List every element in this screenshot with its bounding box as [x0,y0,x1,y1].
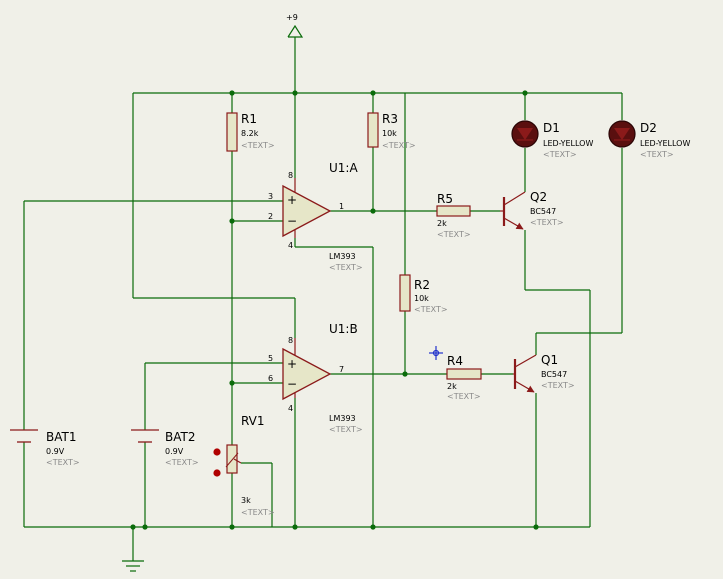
rv1-increase-handle-icon[interactable] [213,469,221,477]
u1a-triangle-icon [282,184,332,238]
bat2-battery[interactable]: BAT2 0.9V <TEXT> [131,429,199,467]
q1-ref: Q1 [541,353,558,367]
u1a-pin-4: 4 [288,241,293,250]
q1-text: <TEXT> [541,381,575,390]
u1a-pin-3: 3 [268,192,273,201]
u1a-value: LM393 [329,252,356,261]
d1-diode-triangle [517,128,533,140]
r4-resistor[interactable]: R4 2k <TEXT> [446,354,482,401]
u1b-text: <TEXT> [329,425,363,434]
r3-text: <TEXT> [382,141,416,150]
crosshair-cursor-icon [429,346,443,360]
q2-emitter-arrow-icon [503,217,524,230]
u1a-pin-8: 8 [288,171,293,180]
q2-text: <TEXT> [530,218,564,227]
q2-transistor[interactable]: Q2 BC547 <TEXT> [500,190,564,230]
q1-collector-lead [514,354,537,368]
r5-body [436,205,471,217]
r4-body [446,368,482,380]
q1-value: BC547 [541,370,567,379]
r2-body [399,274,411,312]
bat1-battery[interactable]: BAT1 0.9V <TEXT> [10,429,80,467]
d2-ref: D2 [640,121,657,135]
r1-ref: R1 [241,112,257,126]
rv1-adjust-slash [225,452,239,468]
u1b-plus-sign: + [287,357,297,371]
r2-ref: R2 [414,278,430,292]
r3-value: 10k [382,129,397,138]
junctions [130,90,539,530]
u1b-pin-7: 7 [339,365,344,374]
d2-led[interactable]: D2 LED-YELLOW <TEXT> [608,120,690,159]
rv1-decrease-handle-icon[interactable] [213,448,221,456]
r2-text: <TEXT> [414,305,448,314]
rv1-value: 3k [241,496,251,505]
q1-transistor[interactable]: Q1 BC547 <TEXT> [513,353,575,393]
r2-value: 10k [414,294,429,303]
u1b-minus-sign: − [287,377,297,391]
q2-collector-lead [503,191,526,206]
u1b-pin-5: 5 [268,354,273,363]
u1b-comparator[interactable]: + − 5 6 7 8 4 U1:B LM393 <TEXT> [268,322,363,434]
u1a-minus-sign: − [287,214,297,228]
ground-icon[interactable] [122,560,144,572]
r4-value: 2k [447,382,457,391]
r1-text: <TEXT> [241,141,275,150]
r1-resistor[interactable]: R1 8.2k <TEXT> [226,112,275,152]
bat1-text: <TEXT> [46,458,80,467]
u1a-comparator[interactable]: + − 3 2 1 8 4 U1:A LM393 <TEXT> [268,161,363,272]
d1-text: <TEXT> [543,150,577,159]
u1b-pin-6: 6 [268,374,273,383]
r1-body [226,112,238,152]
r2-resistor[interactable]: R2 10k <TEXT> [399,274,448,314]
u1a-plus-sign: + [287,193,297,207]
r3-body [367,112,379,148]
d2-value: LED-YELLOW [640,139,690,148]
q2-ref: Q2 [530,190,547,204]
u1a-pin-1: 1 [339,202,344,211]
q2-value: BC547 [530,207,556,216]
rv1-wiper-arrow-icon [233,458,242,464]
bat1-value: 0.9V [46,447,65,456]
u1a-pin-2: 2 [268,212,273,221]
d1-value: LED-YELLOW [543,139,593,148]
r5-resistor[interactable]: R5 2k <TEXT> [436,192,471,239]
r5-ref: R5 [437,192,453,206]
u1b-triangle-icon [282,347,332,401]
rv1-body [226,444,238,474]
d2-text: <TEXT> [640,150,674,159]
d1-ref: D1 [543,121,560,135]
u1b-value: LM393 [329,414,356,423]
bat1-ref: BAT1 [46,430,76,444]
r5-value: 2k [437,219,447,228]
r4-text: <TEXT> [447,392,481,401]
r4-ref: R4 [447,354,463,368]
bat2-value: 0.9V [165,447,184,456]
rv1-ref: RV1 [241,414,265,428]
u1a-ref: U1:A [329,161,358,175]
rv1-potentiometer[interactable]: RV1 3k <TEXT> [213,414,275,517]
d1-led[interactable]: D1 LED-YELLOW <TEXT> [511,120,593,159]
u1b-ref: U1:B [329,322,358,336]
bat2-text: <TEXT> [165,458,199,467]
rv1-text: <TEXT> [241,508,275,517]
r1-value: 8.2k [241,129,259,138]
supply-label: +9 [286,13,298,22]
u1b-pin-8: 8 [288,336,293,345]
r3-resistor[interactable]: R3 10k <TEXT> [367,112,416,150]
u1b-pin-4: 4 [288,404,293,413]
q1-emitter-arrow-icon [514,380,535,393]
u1a-text: <TEXT> [329,263,363,272]
d2-diode-triangle [614,128,630,140]
r5-text: <TEXT> [437,230,471,239]
supply-terminal-icon[interactable]: +9 [286,13,304,38]
r3-ref: R3 [382,112,398,126]
wires [23,37,623,561]
bat2-ref: BAT2 [165,430,195,444]
